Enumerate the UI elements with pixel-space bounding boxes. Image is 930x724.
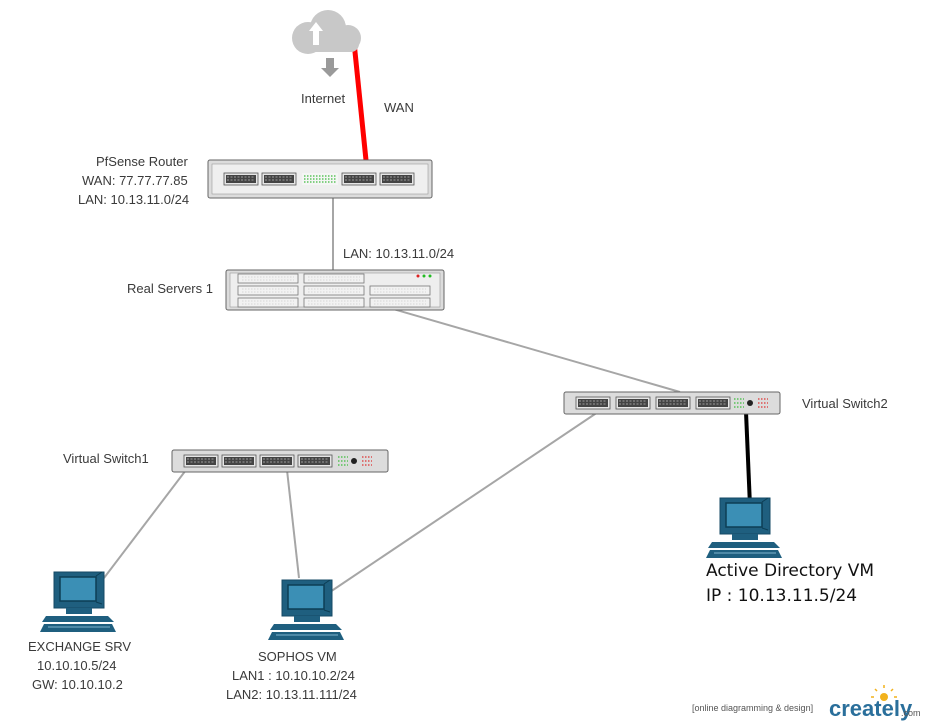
exchange-computer-icon: [39, 571, 117, 633]
real-servers-label: Real Servers 1: [127, 281, 213, 296]
link-switch1-sophos: [286, 469, 300, 579]
router-servers-link-label: LAN: 10.13.11.0/24: [343, 246, 454, 261]
real-servers-rack: [225, 269, 445, 311]
internet-label: Internet: [301, 91, 345, 106]
wan-link-label: WAN: [384, 100, 414, 115]
link-switch2-sophos: [329, 411, 599, 593]
virtual-switch1: [171, 449, 389, 473]
creately-brand: creately: [829, 696, 913, 721]
virtual-switch2: [563, 391, 781, 415]
link-switch1-exchange: [103, 469, 187, 579]
sophos-computer-icon: [267, 579, 345, 641]
active-directory-name: Active Directory VM: [706, 561, 874, 581]
link-servers-switch2: [361, 299, 681, 393]
creately-logo: creately .com: [829, 685, 921, 721]
exchange-ip: 10.10.10.5/24: [37, 658, 117, 673]
ad-link: [744, 411, 752, 507]
pfsense-router: [207, 159, 433, 199]
router-wan-address: WAN: 77.77.77.85: [82, 173, 188, 188]
active-directory-ip: IP : 10.13.11.5/24: [706, 586, 857, 606]
sophos-lan2: LAN2: 10.13.11.111/24: [226, 687, 357, 702]
wan-link: [351, 41, 370, 171]
active-directory-computer-icon: [705, 497, 783, 559]
sun-icon: [871, 685, 897, 701]
router-lan-address: LAN: 10.13.11.0/24: [78, 192, 189, 207]
virtual-switch2-label: Virtual Switch2: [802, 396, 888, 411]
cloud-icon: [292, 10, 361, 77]
footer-tagline: [online diagramming & design]: [692, 703, 813, 713]
exchange-name: EXCHANGE SRV: [28, 639, 131, 654]
sophos-name: SOPHOS VM: [258, 649, 337, 664]
router-title: PfSense Router: [96, 154, 188, 169]
exchange-gateway: GW: 10.10.10.2: [32, 677, 123, 692]
creately-domain: .com: [901, 708, 921, 718]
virtual-switch1-label: Virtual Switch1: [63, 451, 149, 466]
sophos-lan1: LAN1 : 10.10.10.2/24: [232, 668, 355, 683]
